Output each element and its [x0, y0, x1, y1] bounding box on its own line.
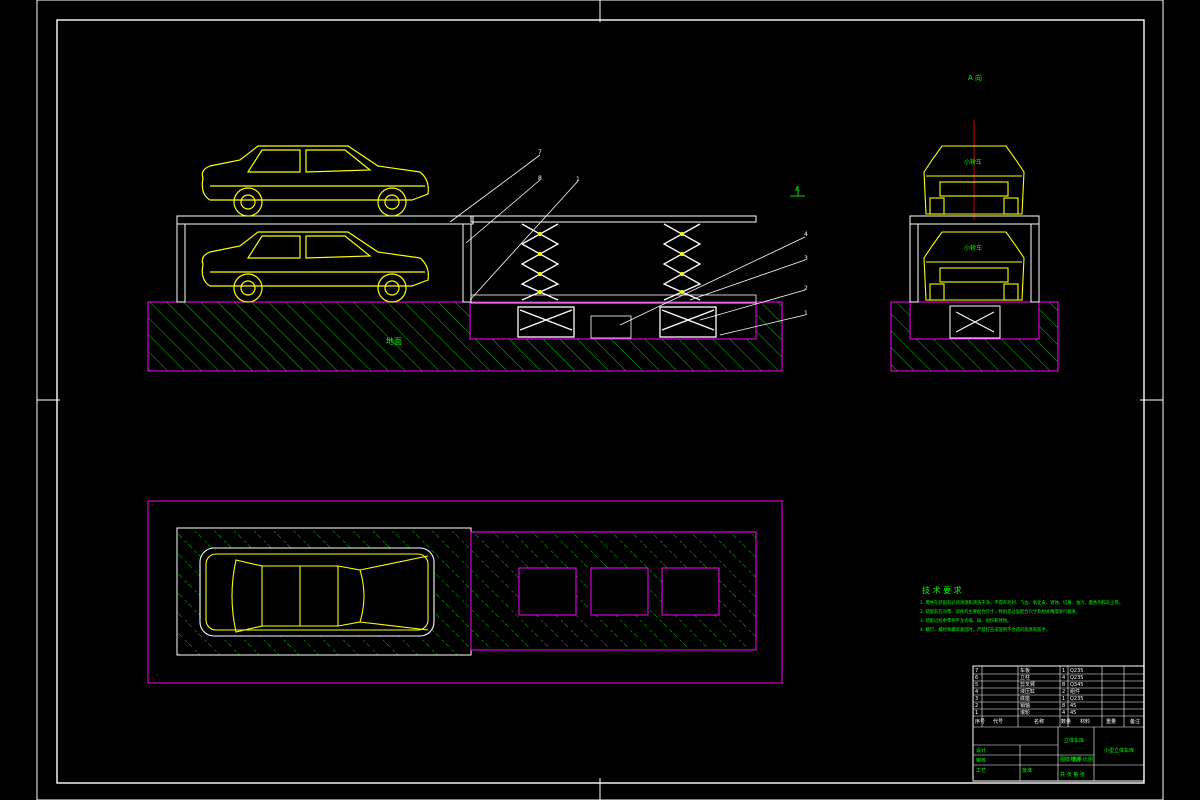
- leader-label-8: 8: [538, 175, 542, 182]
- plan-outline: [147, 500, 783, 684]
- parts-cell-no: 1: [975, 710, 978, 716]
- scissor-lift-right: [659, 223, 717, 338]
- end-lower-car: [923, 231, 1025, 301]
- sign-approve: 批准: [1022, 767, 1032, 774]
- section-mark-label: A: [795, 186, 800, 193]
- leader-label-2: 2: [804, 285, 808, 292]
- lift-platform: [470, 215, 757, 223]
- end-view-title: A 向: [968, 73, 982, 82]
- sign-design: 设计: [976, 747, 986, 754]
- end-upper-car-label: 小轿车: [964, 158, 982, 166]
- leader-lines: [449, 154, 806, 336]
- parts-cell-qty: 8: [1062, 703, 1065, 709]
- scissor-lift-left: [517, 223, 575, 338]
- ground-label: 地面: [386, 336, 402, 346]
- plan-view: [147, 500, 783, 684]
- leader-label-3: 3: [804, 255, 808, 262]
- hdr-weight: 重量: [1106, 718, 1116, 725]
- parts-cell-material: Q235: [1070, 696, 1083, 702]
- fixed-frame: [176, 215, 474, 303]
- parts-cell-material: 45: [1070, 703, 1076, 709]
- scale-weight: 重量: [1072, 756, 1082, 763]
- hdr-code: 代号: [993, 718, 1003, 725]
- parts-cell-name: 销轴: [1020, 702, 1030, 709]
- hdr-material: 材料: [1080, 718, 1090, 725]
- tech-req-line-4: 4. 螺钉、螺栓和螺母紧固时，严禁打击或使用不合适的旋具和扳手。: [920, 626, 1050, 633]
- parts-cell-qty: 8: [1062, 682, 1065, 688]
- scale-ratio: 比例: [1083, 756, 1093, 763]
- section-mark: [790, 186, 805, 197]
- drawing-name: 立体车库: [1064, 737, 1084, 744]
- upper-car: [201, 145, 429, 217]
- parts-cell-no: 6: [975, 675, 978, 681]
- hdr-name: 名称: [1034, 718, 1044, 725]
- leader-label-4: 4: [804, 231, 808, 238]
- sign-process: 工艺: [976, 768, 986, 774]
- drawing-frame: [36, 0, 1164, 800]
- parts-cell-no: 3: [975, 696, 978, 702]
- plan-car: [199, 547, 435, 637]
- scale-mark: 图样标记: [1060, 756, 1080, 763]
- parts-cell-material: Q235: [1070, 675, 1083, 681]
- tech-req-line-1: 1. 零件在装配前必须清理和清洗干净，不得有毛刺、飞边、氧化皮、锈蚀、切屑、油污…: [920, 599, 1123, 606]
- hdr-qty: 数量: [1061, 718, 1071, 725]
- parts-cell-no: 2: [975, 703, 978, 709]
- parts-cell-qty: 1: [1062, 668, 1065, 674]
- end-view: A 向 小轿车 小轿车: [890, 73, 1059, 372]
- parts-cell-qty: 4: [1062, 675, 1065, 681]
- sign-review: 审核: [976, 757, 986, 764]
- technical-requirements: 技 术 要 求 1. 零件在装配前必须清理和清洗干净，不得有毛刺、飞边、氧化皮、…: [920, 585, 1123, 633]
- sheet-count: 共 张 第 张: [1060, 771, 1085, 778]
- parts-cell-name: 滚轮: [1020, 709, 1030, 716]
- parts-cell-material: Q235: [1070, 668, 1083, 674]
- tech-req-line-2: 2. 装配前应对零、部件的主要配合尺寸，特别是过盈配合尺寸及相关精度进行复查。: [920, 608, 1080, 615]
- hdr-remark: 备注: [1130, 718, 1140, 725]
- parts-cell-no: 5: [975, 682, 978, 688]
- end-lower-car-label: 小轿车: [964, 244, 982, 252]
- side-view: 地面: [147, 145, 808, 372]
- project-name: 小型立体车库: [1104, 747, 1134, 754]
- parts-cell-material: Q345: [1070, 682, 1083, 688]
- parts-cell-name: 液压缸: [1020, 688, 1035, 695]
- tech-req-line-3: 3. 装配过程中零件不允许磕、碰、划伤和锈蚀。: [920, 617, 1011, 624]
- parts-cell-qty: 2: [1062, 689, 1065, 695]
- parts-cell-no: 4: [975, 689, 978, 695]
- parts-cell-material: 45: [1070, 710, 1076, 716]
- parts-cell-no: 7: [975, 668, 978, 674]
- hdr-no: 序号: [975, 718, 985, 725]
- parts-cell-qty: 1: [1062, 696, 1065, 702]
- parts-cell-name: 车板: [1020, 667, 1030, 674]
- end-upper-car: [923, 145, 1025, 215]
- parts-cell-name: 底座: [1020, 695, 1030, 702]
- parts-cell-name: 剪叉臂: [1020, 681, 1035, 688]
- parts-cell-name: 立柱: [1020, 674, 1030, 681]
- leader-label-7: 7: [538, 149, 542, 156]
- leader-label-1: 1: [576, 176, 580, 183]
- tech-req-title: 技 术 要 求: [922, 585, 962, 595]
- parts-cell-material: 组件: [1070, 688, 1080, 695]
- lower-car: [201, 231, 429, 303]
- leader-label-1b: 1: [804, 310, 808, 317]
- parts-cell-qty: 4: [1062, 710, 1065, 716]
